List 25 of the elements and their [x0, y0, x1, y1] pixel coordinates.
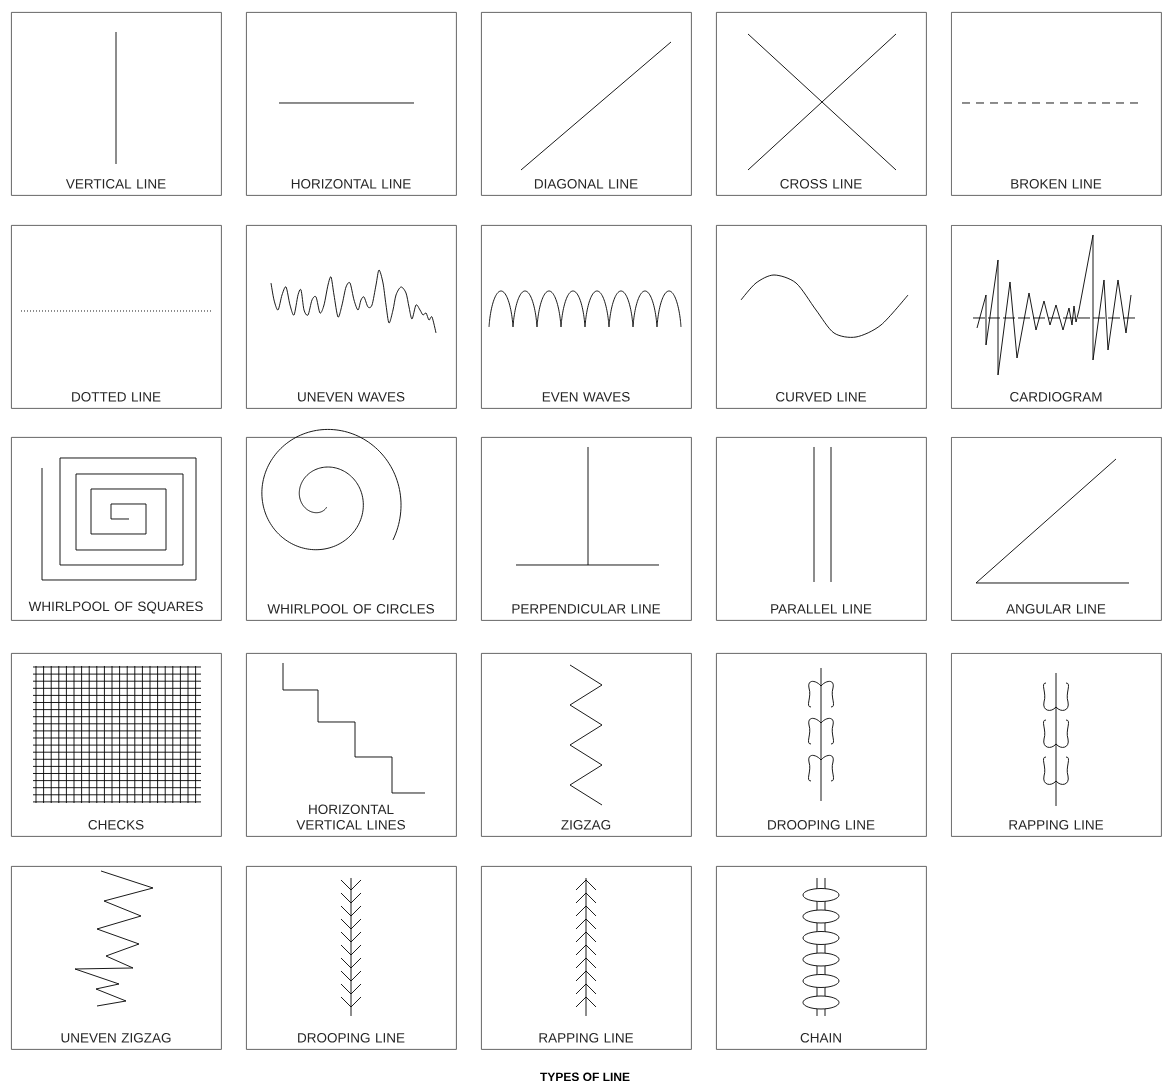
line-sample-box: RAPPING LINE: [481, 866, 692, 1050]
line-sample-box: DOTTED LINE: [11, 225, 222, 409]
line-sample-box: VERTICAL LINE: [11, 12, 222, 196]
line-sample-box: BROKEN LINE: [951, 12, 1162, 196]
line-sample-box: EVEN WAVES: [481, 225, 692, 409]
line-sample-box: PARALLEL LINE: [716, 437, 927, 621]
line-sample-box: DROOPING LINE: [716, 653, 927, 837]
title: TYPES OF LINE: [540, 1072, 630, 1082]
line-sample-box: UNEVEN WAVES: [246, 225, 457, 409]
line-sample-box: ANGULAR LINE: [951, 437, 1162, 621]
line-sample-box: HORIZONTAL LINE: [246, 12, 457, 196]
line-sample-box: DROOPING LINE: [246, 866, 457, 1050]
line-sample-box: UNEVEN ZIGZAG: [11, 866, 222, 1050]
line-sample-box: CHECKS: [11, 653, 222, 837]
line-sample-box: PERPENDICULAR LINE: [481, 437, 692, 621]
line-sample-box: WHIRLPOOL OF SQUARES: [11, 437, 222, 621]
line-sample-box: WHIRLPOOL OF CIRCLES: [246, 437, 457, 621]
line-sample-box: ZIGZAG: [481, 653, 692, 837]
line-sample-box: DIAGONAL LINE: [481, 12, 692, 196]
line-sample-box: RAPPING LINE: [951, 653, 1162, 837]
line-sample-box: CHAIN: [716, 866, 927, 1050]
line-sample-box: CURVED LINE: [716, 225, 927, 409]
line-sample-box: CARDIOGRAM: [951, 225, 1162, 409]
line-sample-box: CROSS LINE: [716, 12, 927, 196]
line-sample-box: HORIZONTAL VERTICAL LINES: [246, 653, 457, 837]
